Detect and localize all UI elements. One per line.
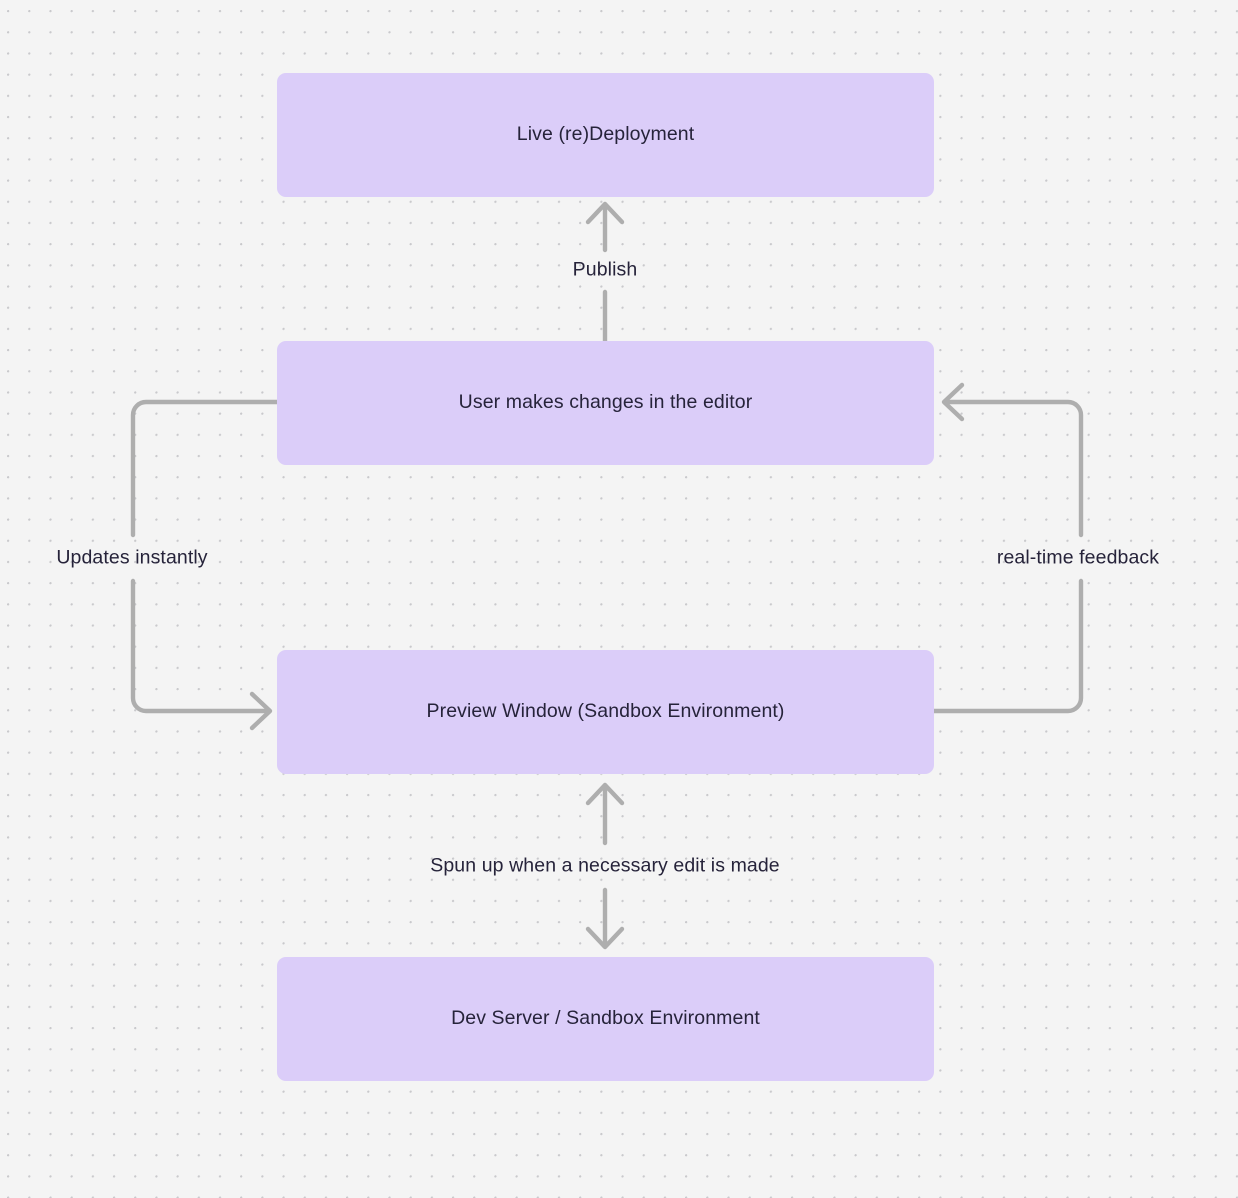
node-preview-window[interactable]: Preview Window (Sandbox Environment) [277, 650, 934, 774]
node-user-makes-changes[interactable]: User makes changes in the editor [277, 341, 934, 465]
edge-updates-instantly[interactable] [130, 399, 280, 731]
edge-label-real-time-feedback: real-time feedback [996, 546, 1160, 569]
edge-label-updates-instantly: Updates instantly [56, 546, 208, 569]
edge-publish[interactable] [585, 201, 625, 344]
edge-label-spun-up: Spun up when a necessary edit is made [430, 854, 780, 877]
edge-label-publish: Publish [572, 258, 638, 281]
node-live-deployment[interactable]: Live (re)Deployment [277, 73, 934, 197]
node-live-deployment-label: Live (re)Deployment [516, 123, 695, 146]
edge-spun-up[interactable] [585, 782, 625, 950]
node-dev-server[interactable]: Dev Server / Sandbox Environment [277, 957, 934, 1081]
edge-real-time-feedback[interactable] [931, 382, 1084, 714]
node-dev-server-label: Dev Server / Sandbox Environment [451, 1007, 760, 1030]
node-preview-window-label: Preview Window (Sandbox Environment) [426, 700, 785, 723]
node-user-makes-changes-label: User makes changes in the editor [458, 391, 753, 414]
